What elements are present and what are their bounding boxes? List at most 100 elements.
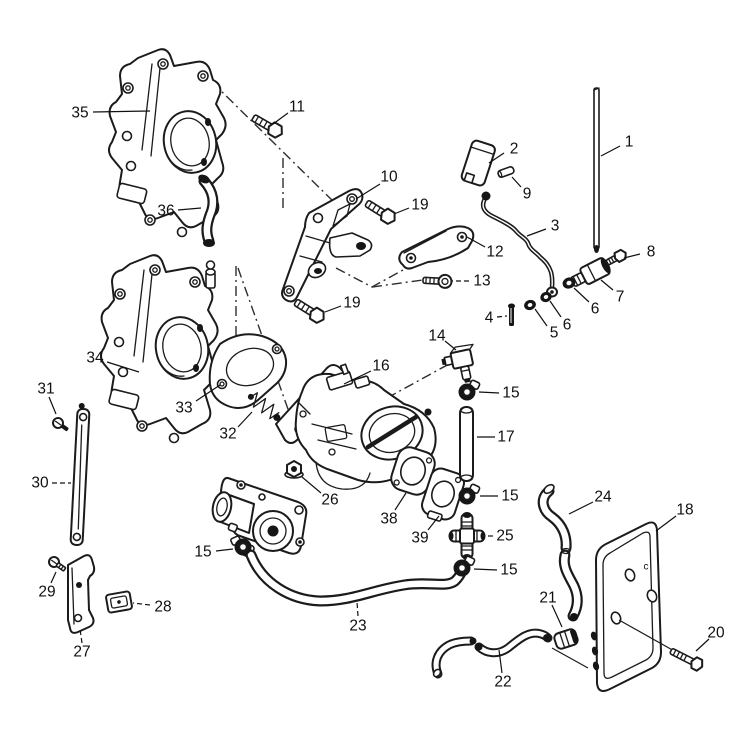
hose-end (475, 643, 483, 651)
callout-label-8: 8 (647, 244, 656, 261)
panel-tab (592, 661, 600, 671)
hose-end (543, 634, 551, 642)
callout-leader-28 (132, 602, 151, 606)
part-32-spring (247, 392, 281, 421)
part-25-tee-fitting (448, 512, 486, 560)
part-15-clamp (453, 555, 476, 577)
callout-leader-29 (50, 571, 57, 584)
callout-label-19: 19 (411, 197, 428, 214)
part-28-clip (105, 590, 133, 614)
callout-label-19: 19 (343, 295, 360, 312)
align-21-to-panel (551, 647, 589, 669)
callout-leader-31 (48, 396, 57, 415)
callout-label-6: 6 (563, 317, 572, 334)
callout-leader-21 (551, 604, 563, 628)
part-26-nut (284, 460, 304, 479)
part-1-rod (593, 87, 600, 253)
part-21-fitting (553, 628, 579, 650)
callout-label-39: 39 (411, 530, 428, 547)
bolt-head (379, 207, 396, 225)
screw-head (437, 273, 453, 289)
part-4-pin (508, 303, 515, 326)
part-17-hose (459, 406, 474, 482)
part-30-link (69, 402, 91, 546)
callout-label-21: 21 (539, 590, 556, 607)
part-31-screw (52, 417, 69, 432)
callout-label-1: 1 (625, 134, 634, 151)
callout-leader-8 (623, 253, 641, 259)
callout-leader-27 (79, 628, 83, 644)
part-38-gasket-ring (390, 446, 436, 496)
callout-leader-20 (695, 638, 710, 652)
callout-leader-9 (511, 176, 522, 188)
part-20-bolt (669, 648, 704, 672)
callout-leader-7 (600, 279, 614, 291)
callout-leader-19 (393, 207, 410, 215)
part-5-washer (524, 299, 536, 311)
callout-label-10: 10 (380, 169, 398, 186)
callout-label-6: 6 (591, 301, 600, 318)
part-15-clamp (230, 535, 252, 556)
callout-leader-39 (427, 515, 440, 531)
callout-leader-19 (324, 305, 342, 313)
callout-label-17: 17 (497, 429, 514, 446)
carb-top-detail (325, 370, 371, 391)
elbow-body (449, 348, 474, 370)
callout-leader-15 (215, 548, 234, 552)
callout-label-34: 34 (86, 350, 104, 367)
part-9-pin (497, 166, 515, 178)
callout-leader-34 (106, 361, 140, 373)
callout-label-36: 36 (157, 203, 174, 220)
callout-leader-15 (473, 568, 498, 571)
callout-leader-24 (568, 501, 594, 515)
callout-label-14: 14 (428, 328, 446, 345)
part-39-spacer-flange (421, 467, 465, 522)
rod-tip (594, 245, 599, 253)
part-15-clamp (458, 379, 481, 401)
part-2-knob (460, 139, 496, 187)
panel-marking: c (644, 562, 649, 573)
part-13-screw (422, 273, 453, 289)
part-8-screw (605, 248, 627, 266)
callout-label-5: 5 (550, 325, 559, 342)
callout-label-3: 3 (551, 218, 560, 235)
part-15-clamp (458, 483, 481, 505)
callout-label-2: 2 (510, 141, 519, 158)
hose-end (570, 613, 578, 621)
callout-label-32: 32 (219, 426, 236, 443)
align-35-to-10 (211, 81, 343, 211)
part-12-lever (398, 225, 475, 270)
rod-ball-end (481, 191, 491, 201)
callout-label-22: 22 (494, 674, 511, 691)
part-36-hose (198, 174, 219, 247)
part-22-hose (431, 628, 553, 679)
callout-leader-12 (466, 236, 486, 248)
hose-end (432, 668, 442, 678)
callout-label-24: 24 (594, 489, 612, 506)
callout-leader-15 (478, 391, 500, 394)
callout-label-38: 38 (380, 511, 397, 528)
callout-leader-38 (394, 492, 407, 511)
callout-label-28: 28 (154, 599, 171, 616)
callout-leader-11 (272, 112, 289, 125)
callout-leader-4 (496, 315, 508, 318)
callout-label-30: 30 (31, 475, 49, 492)
panel-tab (591, 646, 599, 656)
callout-label-23: 23 (349, 618, 366, 635)
callout-leader-1 (600, 145, 621, 157)
part-3-link-rod (480, 191, 558, 298)
callout-label-35: 35 (71, 105, 88, 122)
part-33-gasket (208, 333, 288, 409)
part-34-adapter-flange (100, 254, 219, 444)
bolt-head (308, 306, 325, 324)
part-11-bolt (251, 114, 283, 139)
callout-label-29: 29 (38, 584, 55, 601)
fuel-pump (211, 476, 308, 558)
callout-leader-3 (526, 228, 547, 237)
callout-leader-22 (498, 649, 503, 674)
callout-label-15: 15 (500, 562, 517, 579)
callout-label-9: 9 (523, 186, 532, 203)
callout-leader-35 (92, 110, 151, 113)
